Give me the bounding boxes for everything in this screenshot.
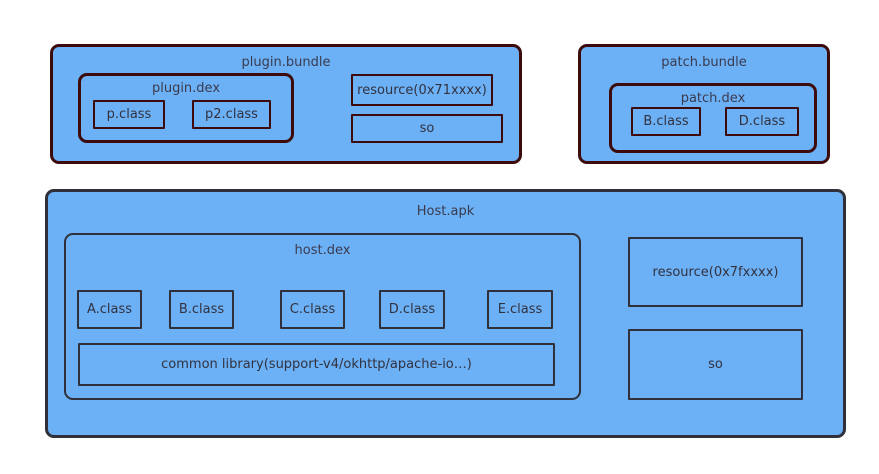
plugin-bundle-title: plugin.bundle [241,55,331,70]
host-class-c[interactable]: C.class [280,290,345,329]
patch-bundle-title: patch.bundle [661,55,747,70]
patch-class-d[interactable]: D.class [725,107,799,136]
host-common-library-box[interactable]: common library(support-v4/okhttp/apache-… [78,343,555,386]
host-class-a[interactable]: A.class [77,290,142,329]
plugin-so-box[interactable]: so [351,114,503,143]
host-class-e[interactable]: E.class [487,290,553,329]
host-apk-title: Host.apk [416,204,475,219]
host-class-d[interactable]: D.class [379,290,445,329]
patch-dex-title: patch.dex [680,91,746,106]
host-resource-box[interactable]: resource(0x7fxxxx) [628,237,803,307]
plugin-class-p[interactable]: p.class [93,100,165,129]
plugin-resource-box[interactable]: resource(0x71xxxx) [351,74,493,106]
patch-class-b[interactable]: B.class [631,107,701,136]
host-so-box[interactable]: so [628,329,803,400]
plugin-dex-title: plugin.dex [151,81,221,96]
plugin-class-p2[interactable]: p2.class [192,100,271,129]
host-dex-title: host.dex [294,243,351,258]
host-class-b[interactable]: B.class [169,290,234,329]
